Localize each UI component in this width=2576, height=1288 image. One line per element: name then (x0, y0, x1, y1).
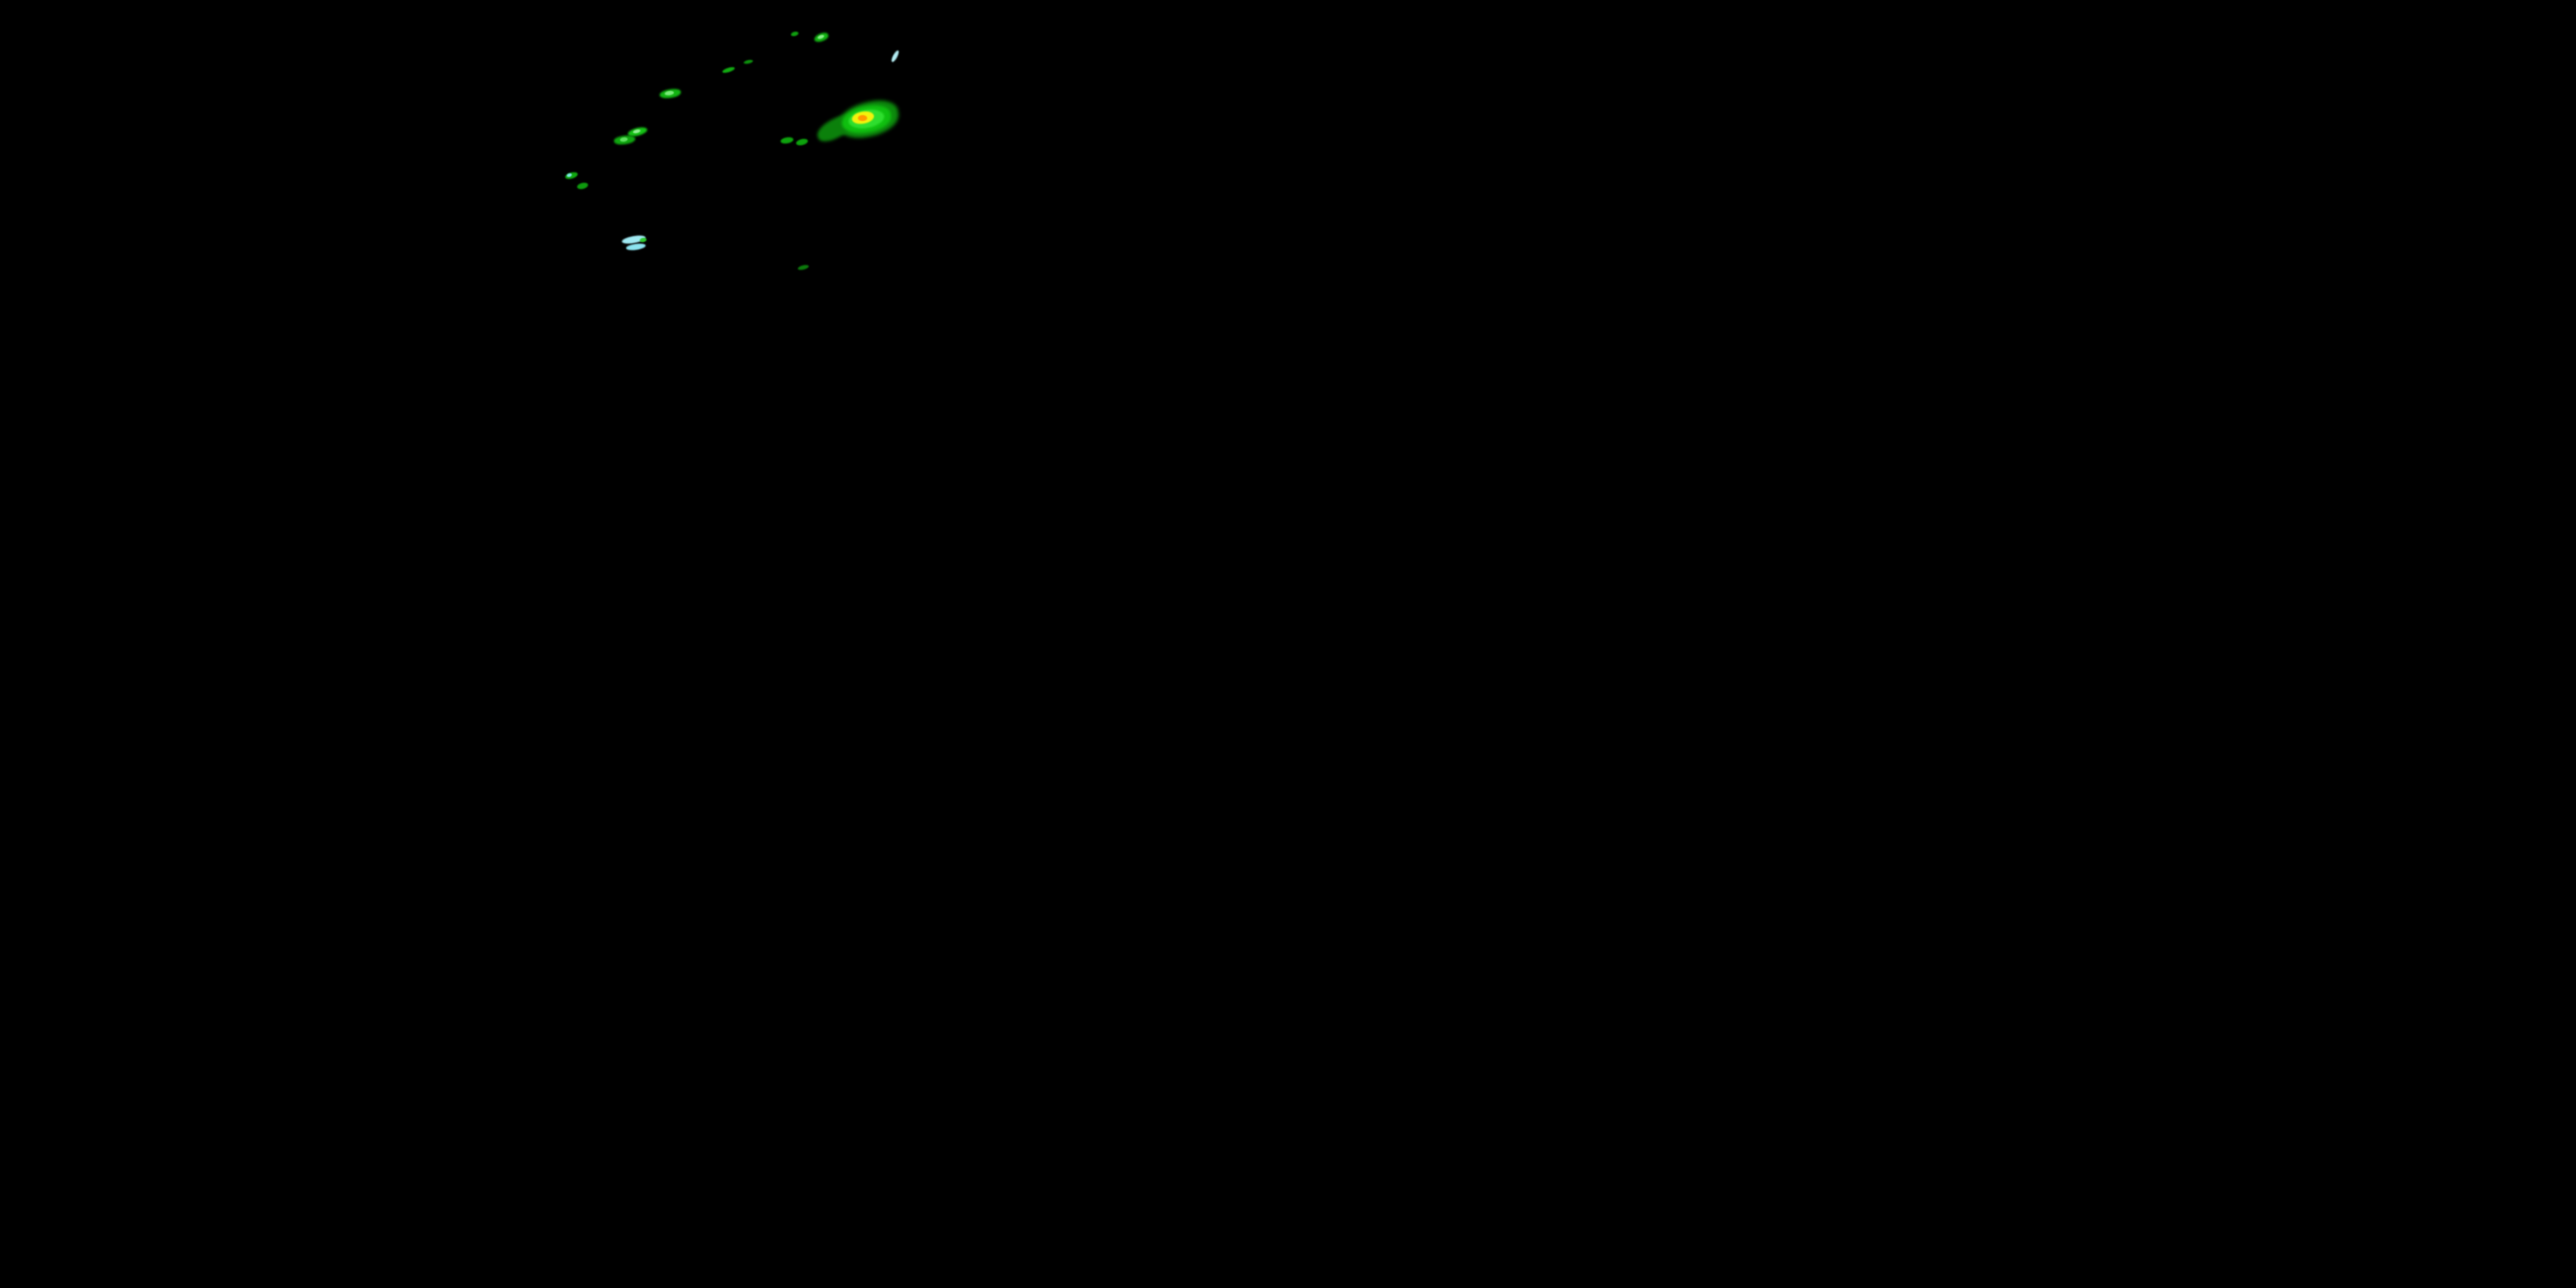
radar-echo (797, 264, 810, 271)
radar-echo (721, 65, 736, 75)
radar-echo (790, 30, 799, 38)
radar-echo (858, 115, 867, 121)
radar-echo (780, 136, 794, 145)
radar-echo (639, 237, 647, 243)
radar-echo (743, 58, 754, 65)
radar-echo (795, 137, 809, 147)
radar-echo (625, 242, 647, 252)
radar-echo (890, 49, 901, 64)
radar-echo (576, 181, 589, 191)
